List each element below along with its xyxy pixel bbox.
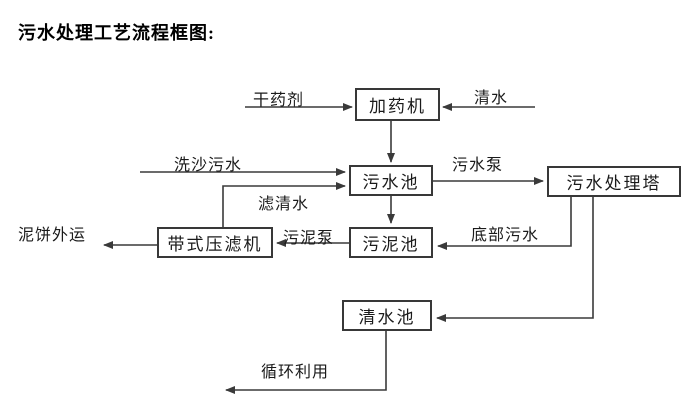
node-belt-filter-press: 带式压滤机 (157, 227, 273, 258)
edge-label-filtered-water-return: 滤清水 (258, 196, 310, 213)
edge-label-bottom-sewage: 底部污水 (471, 227, 540, 244)
edge-label-recycle-use: 循环利用 (261, 364, 330, 381)
page-title: 污水处理工艺流程框图: (18, 23, 215, 43)
edge-recycle-use (225, 331, 387, 394)
node-dosing-machine: 加药机 (355, 88, 440, 121)
node-sewage-treatment-tower: 污水处理塔 (547, 166, 681, 197)
edge-label-mud-cake-out: 泥饼外运 (18, 227, 87, 244)
edge-label-clean-water-in: 清水 (474, 90, 509, 107)
edge-tower-to-clean-water-pool (436, 197, 594, 322)
node-clean-water-pool: 清水池 (342, 300, 432, 331)
node-sewage-pool: 污水池 (349, 165, 433, 196)
edge-label-sludge-pump: 污泥泵 (283, 230, 335, 247)
edge-label-sand-washing-sewage: 洗沙污水 (174, 157, 243, 174)
node-sludge-pool: 污泥池 (349, 227, 433, 258)
edge-label-sewage-pump: 污水泵 (452, 157, 504, 174)
edge-label-dry-chemical: 干药剂 (253, 92, 305, 109)
edge-filtered-water-return (222, 182, 346, 227)
edge-bottom-sewage (437, 197, 572, 250)
